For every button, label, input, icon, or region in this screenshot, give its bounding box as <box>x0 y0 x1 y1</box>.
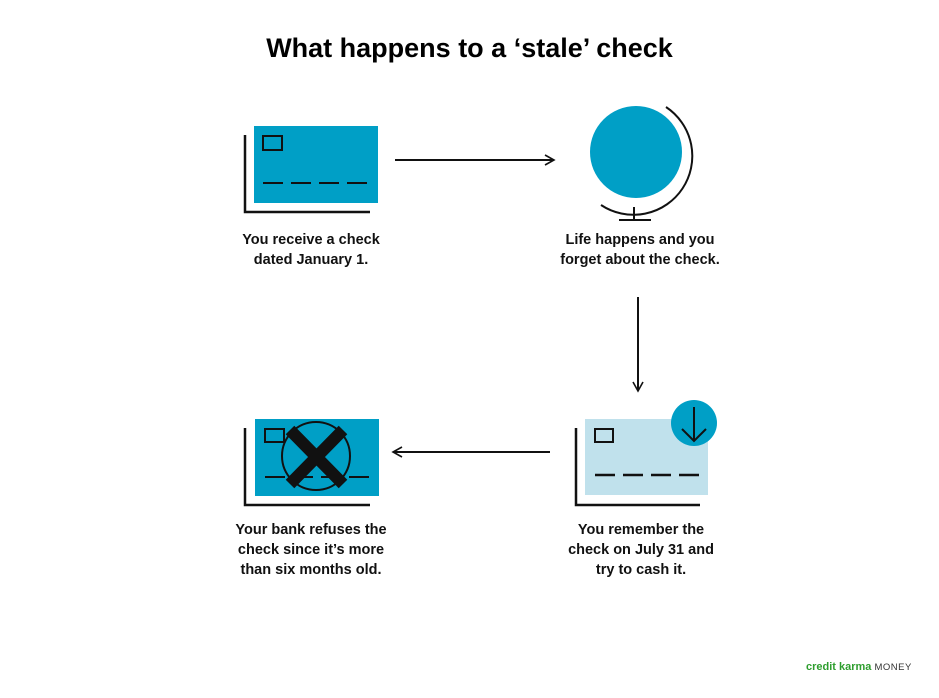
caption-line: try to cash it. <box>595 562 687 578</box>
caption-line: Life happens and you <box>565 232 715 248</box>
step-4-caption: Your bank refuses the check since it’s m… <box>201 520 421 580</box>
logo-brand: credit karma <box>806 661 872 673</box>
logo-product: MONEY <box>874 662 912 673</box>
caption-line: than six months old. <box>240 562 382 578</box>
credit-karma-logo: credit karma MONEY <box>806 661 912 673</box>
caption-line: forget about the check. <box>560 252 720 268</box>
page-title: What happens to a ‘stale’ check <box>266 33 673 63</box>
caption-line: dated January 1. <box>253 252 369 268</box>
deposit-check-icon <box>574 400 717 507</box>
step-1-caption: You receive a check dated January 1. <box>201 230 421 270</box>
step-2-caption: Life happens and you forget about the ch… <box>530 230 750 270</box>
check-icon <box>243 126 378 214</box>
rejected-check-icon <box>243 419 379 507</box>
globe-icon <box>590 106 694 221</box>
caption-line: check on July 31 and <box>568 542 714 558</box>
caption-line: Your bank refuses the <box>235 522 387 538</box>
step-3-caption: You remember the check on July 31 and tr… <box>531 520 751 580</box>
caption-line: You receive a check <box>242 232 380 248</box>
caption-line: check since it’s more <box>237 542 385 558</box>
caption-line: You remember the <box>577 522 705 538</box>
